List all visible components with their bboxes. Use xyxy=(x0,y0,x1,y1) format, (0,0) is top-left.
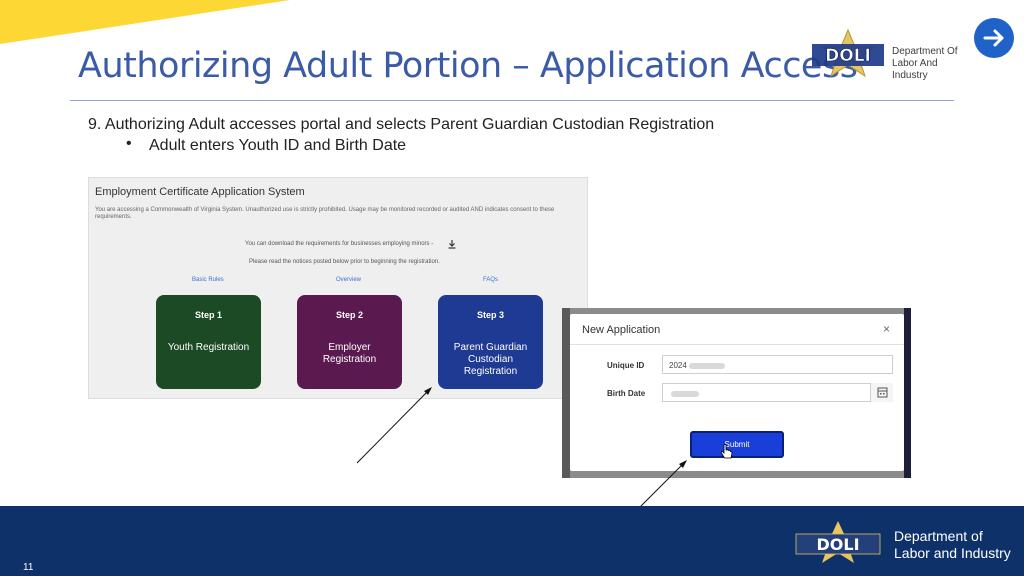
step1-youth-registration-card[interactable]: Step 1 Youth Registration xyxy=(156,295,261,389)
step1-number: Step 1 xyxy=(194,310,222,320)
footer-bar: DOLI Department of Labor and Industry 11 xyxy=(0,506,1024,576)
doli-header-logo: DOLI Department Of Labor And Industry xyxy=(808,28,972,86)
accent-triangle xyxy=(0,0,290,44)
unique-id-value: 2024 xyxy=(669,361,687,370)
step1-name: Youth Registration xyxy=(167,342,250,353)
step2-employer-registration-card[interactable]: Step 2 Employer Registration xyxy=(297,295,402,389)
step2-name: Employer Registration xyxy=(322,342,377,365)
dialog-backdrop xyxy=(562,308,911,478)
footer-org-line2: Labor and Industry xyxy=(894,545,1011,561)
redacted-value xyxy=(688,362,725,369)
calendar-button[interactable] xyxy=(870,383,893,402)
logo-org-line2: Labor And Industry xyxy=(892,58,938,81)
close-icon[interactable]: × xyxy=(882,322,890,336)
title-divider xyxy=(70,100,954,101)
unique-id-label: Unique ID xyxy=(607,361,645,370)
arrow-to-step3 xyxy=(356,388,431,464)
calendar-icon xyxy=(877,387,888,398)
portal-download-text: You can download the requirements for bu… xyxy=(245,241,434,247)
arrow-right-icon xyxy=(983,29,1004,47)
step3-parent-guardian-card[interactable]: Step 3 Parent Guardian Custodian Registr… xyxy=(438,295,543,389)
step-instruction: 9. Authorizing Adult accesses portal and… xyxy=(88,116,715,133)
logo-badge-text: DOLI xyxy=(825,46,871,66)
hand-cursor-icon xyxy=(720,444,733,459)
portal-notice: You are accessing a Commonwealth of Virg… xyxy=(95,207,555,220)
link-overview[interactable]: Overview xyxy=(336,277,362,283)
footer-org-line1: Department of xyxy=(894,528,983,544)
link-basic-rules[interactable]: Basic Rules xyxy=(192,277,224,283)
next-slide-button[interactable] xyxy=(974,18,1014,58)
sub-instruction: Adult enters Youth ID and Birth Date xyxy=(149,137,407,154)
step3-name: Parent Guardian Custodian Registration xyxy=(453,342,528,377)
slide-title: Authorizing Adult Portion – Application … xyxy=(78,46,858,86)
bullet-dot: • xyxy=(126,135,132,152)
portal-title: Employment Certificate Application Syste… xyxy=(95,186,305,198)
doli-star-badge-icon: DOLI xyxy=(812,28,884,78)
new-application-dialog: New Application × Unique ID 2024 Birth D… xyxy=(570,314,904,471)
portal-read-text: Please read the notices posted below pri… xyxy=(249,259,440,265)
dialog-title: New Application xyxy=(582,324,661,336)
portal-screenshot: Employment Certificate Application Syste… xyxy=(88,177,588,399)
step3-number: Step 3 xyxy=(476,310,504,320)
link-faqs[interactable]: FAQs xyxy=(483,277,499,283)
dialog-divider xyxy=(570,344,904,345)
page-number: 11 xyxy=(23,562,34,573)
download-icon[interactable] xyxy=(447,239,457,249)
birth-date-input[interactable] xyxy=(662,383,893,402)
submit-button[interactable]: Submit xyxy=(690,431,784,458)
step2-number: Step 2 xyxy=(335,310,363,320)
footer-badge-text: DOLI xyxy=(816,535,859,554)
doli-footer-badge-icon: DOLI xyxy=(795,521,881,563)
birth-date-label: Birth Date xyxy=(607,389,646,398)
unique-id-input[interactable]: 2024 xyxy=(662,355,893,374)
redacted-value xyxy=(671,390,699,397)
logo-org-line1: Department Of xyxy=(892,46,958,57)
